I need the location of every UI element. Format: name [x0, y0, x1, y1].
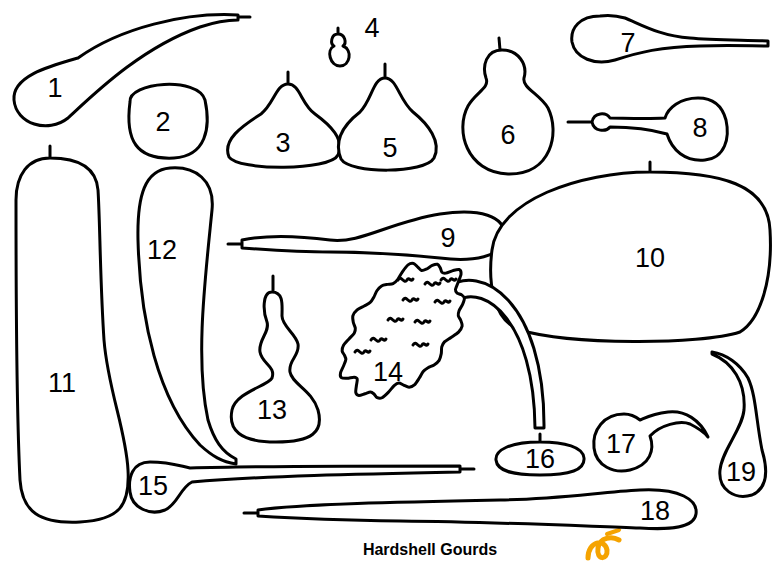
gourd-outline — [458, 35, 560, 177]
gourd-outline — [572, 15, 768, 62]
caption: Hardshell Gourds — [363, 541, 497, 559]
gourd-outline — [463, 38, 553, 174]
gourd-outline — [338, 258, 550, 438]
gourd-outline — [16, 146, 128, 522]
gourd: 14 — [338, 258, 550, 438]
callout-number: 5 — [382, 135, 397, 162]
gourd-outline — [338, 64, 436, 170]
callout-number: 2 — [155, 109, 170, 136]
gourd-outline — [222, 68, 347, 173]
callout-number: 3 — [275, 130, 290, 157]
gourd: 2 — [120, 75, 215, 165]
gourd: 12 — [132, 160, 240, 470]
callout-number: 13 — [257, 397, 287, 424]
callout-number: 12 — [147, 237, 177, 264]
gourd-outline — [491, 162, 771, 342]
gourd: 6 — [458, 35, 560, 177]
gourd-outline — [594, 412, 708, 471]
callout-number: 16 — [525, 446, 555, 473]
gourd-outline — [244, 490, 696, 529]
gourd-outline — [712, 352, 766, 496]
gourd: 9 — [225, 205, 510, 270]
gourd: 4 — [322, 15, 387, 70]
gourd: 7 — [568, 10, 770, 72]
gourd: 11 — [12, 142, 140, 530]
gourd-outline — [138, 168, 236, 464]
gourd-outline — [330, 28, 349, 66]
gourd: 16 — [492, 425, 590, 480]
callout-number: 6 — [500, 122, 515, 149]
callout-number: 10 — [635, 245, 665, 272]
callout-number: 7 — [620, 30, 635, 57]
callout-number: 11 — [48, 370, 76, 397]
gourd: 18 — [240, 482, 700, 537]
callout-number: 19 — [726, 459, 756, 486]
gourd-outline — [228, 72, 340, 167]
gourd-outline — [132, 160, 240, 470]
gourd-outline — [496, 434, 584, 475]
gourd: 10 — [488, 160, 773, 345]
callout-number: 8 — [692, 115, 707, 142]
callout-number: 9 — [440, 225, 455, 252]
callout-number: 4 — [364, 15, 379, 42]
gourd-outline — [228, 212, 505, 259]
callout-number: 18 — [640, 498, 670, 525]
gourd-outline — [12, 142, 140, 530]
gourd: 8 — [565, 95, 770, 167]
gourd-outline — [568, 10, 770, 72]
gourd-outline — [129, 84, 207, 158]
gourd: 19 — [705, 345, 775, 505]
gourd: 13 — [225, 270, 325, 445]
gourd-outline — [340, 263, 464, 398]
callout-number: 17 — [606, 431, 636, 458]
callout-number: 1 — [47, 75, 62, 102]
gourd: 3 — [222, 68, 347, 173]
gourd-outline — [240, 482, 700, 537]
gourd-outline — [231, 276, 319, 442]
gourd-outline — [225, 205, 510, 270]
logo-mark — [607, 530, 619, 534]
gourd-outline — [565, 95, 770, 167]
gourd-outline — [568, 98, 727, 160]
callout-number: 14 — [373, 359, 403, 386]
gourd: 17 — [590, 400, 712, 482]
gourd: 5 — [336, 62, 446, 174]
callout-number: 15 — [138, 473, 168, 500]
logo-mark — [588, 538, 619, 558]
gourd-outline — [488, 160, 773, 345]
